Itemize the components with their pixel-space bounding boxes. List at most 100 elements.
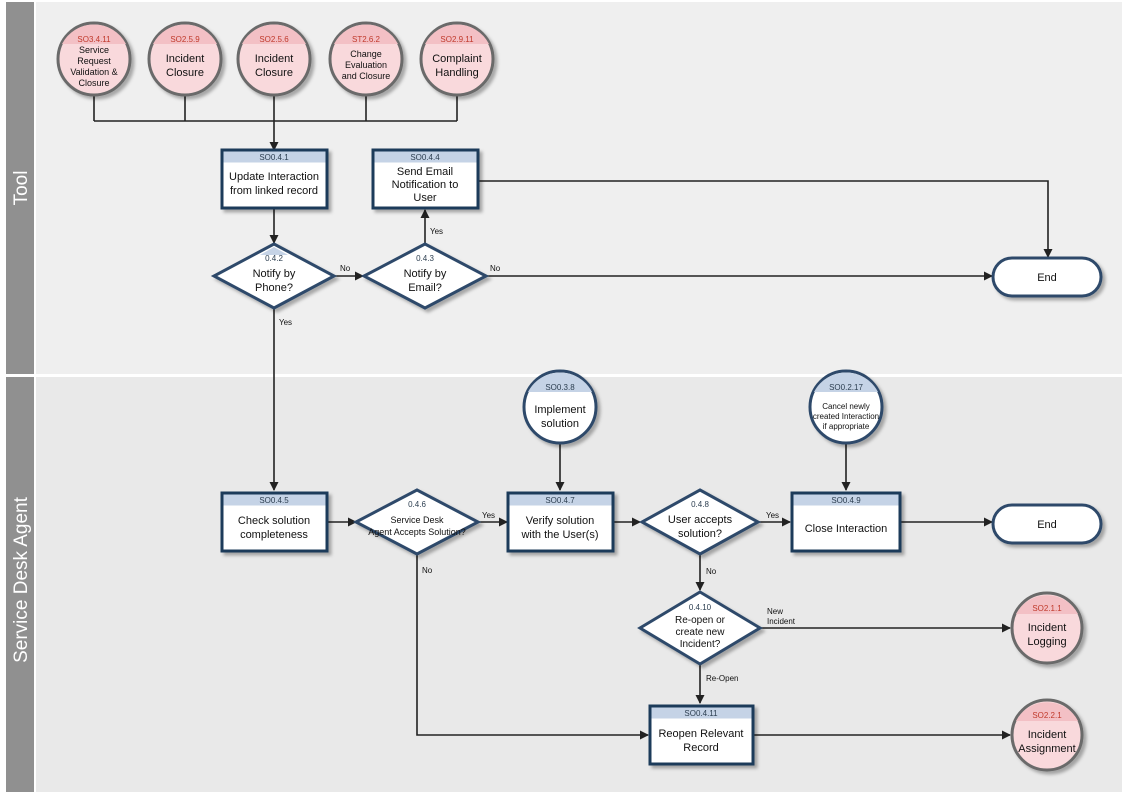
ref-label: Incident — [166, 53, 205, 65]
ref-label: Evaluation — [345, 60, 387, 70]
decision-0410[interactable]: 0.4.10 Re-open or create new Incident? — [637, 590, 763, 666]
terminal-end-agent[interactable]: End — [991, 503, 1103, 545]
ref-label: Request — [77, 56, 111, 66]
edge-label-reopen: Re-Open — [706, 674, 738, 683]
ref-label: Incident — [255, 53, 294, 65]
step-id: SO0.4.9 — [831, 496, 861, 505]
step-so044[interactable]: SO0.4.4 Send Email Notification to User — [371, 148, 480, 210]
terminal-label: End — [1037, 519, 1057, 531]
ref-circle-so211[interactable]: SO2.1.1 Incident Logging — [1010, 591, 1084, 665]
connectors — [93, 96, 1053, 740]
step-label: with the User(s) — [520, 529, 598, 541]
decision-042[interactable]: 0.4.2 Notify by Phone? — [210, 242, 338, 310]
step-label: User — [413, 192, 437, 204]
ref-label: Closure — [255, 67, 293, 79]
step-id: SO0.4.4 — [410, 153, 440, 162]
ref-label: Validation & — [70, 67, 117, 77]
step-label: Record — [683, 742, 718, 754]
ref-id: SO3.4.11 — [77, 35, 111, 44]
terminal-end-tool[interactable]: End — [991, 256, 1103, 298]
ref-label: Logging — [1027, 636, 1066, 648]
step-so041[interactable]: SO0.4.1 Update Interaction from linked r… — [220, 148, 329, 210]
lane-agent-title: Service Desk Agent — [11, 496, 32, 663]
step-label: from linked record — [230, 185, 318, 197]
lane-service-desk-agent: Service Desk Agent — [6, 377, 1122, 792]
ref-id: SO2.5.9 — [170, 35, 200, 44]
decision-label: Notify by — [253, 268, 296, 280]
decision-id: 0.4.3 — [416, 254, 434, 263]
subprocess-id: SO0.2.17 — [829, 383, 863, 392]
decision-048[interactable]: 0.4.8 User accepts solution? — [638, 488, 762, 556]
ref-circle-st262[interactable]: ST2.6.2 Change Evaluation and Closure — [328, 21, 404, 97]
subprocess-label: Cancel newly — [822, 402, 870, 411]
decision-id: 0.4.2 — [265, 254, 283, 263]
ref-label: Complaint — [432, 53, 482, 65]
connector — [416, 554, 649, 740]
decision-label: Incident? — [680, 639, 721, 650]
ref-label: Closure — [166, 67, 204, 79]
decision-046[interactable]: 0.4.6 Service Desk Agent Accepts Solutio… — [352, 488, 482, 556]
edge-label-no: No — [422, 566, 433, 575]
edge-label-no: No — [490, 264, 501, 273]
decision-label: User accepts — [668, 514, 733, 526]
decision-label: Agent Accepts Solution? — [368, 527, 466, 537]
step-label: Verify solution — [526, 515, 594, 527]
decision-043[interactable]: 0.4.3 Notify by Email? — [360, 242, 490, 310]
edge-label-yes: Yes — [482, 511, 495, 520]
edge-label-new-incident: Incident — [767, 617, 796, 626]
step-so0411[interactable]: SO0.4.11 Reopen Relevant Record — [648, 704, 755, 766]
ref-label: Incident — [1028, 729, 1067, 741]
subprocess-label: created Interaction — [813, 412, 879, 421]
decision-id: 0.4.8 — [691, 500, 709, 509]
subprocess-label: if appropriate — [823, 422, 870, 431]
decision-id: 0.4.6 — [408, 500, 426, 509]
subprocess-circle-so038[interactable]: SO0.3.8 Implement solution — [522, 369, 598, 445]
ref-circle-so3411[interactable]: SO3.4.11 Service Request Validation & Cl… — [56, 21, 132, 97]
decision-label: Phone? — [255, 282, 293, 294]
step-so049[interactable]: SO0.4.9 Close Interaction — [790, 491, 902, 553]
decision-label: Re-open or — [675, 615, 726, 626]
ref-id: SO2.2.1 — [1032, 711, 1062, 720]
step-label: Notification to — [392, 179, 459, 191]
step-label: Close Interaction — [805, 523, 888, 535]
step-so045[interactable]: SO0.4.5 Check solution completeness — [220, 491, 329, 553]
ref-id: SO2.9.11 — [440, 35, 474, 44]
edge-labels: No Yes Yes No Yes No Yes No New Incident… — [279, 227, 796, 683]
lane-tool-title: Tool — [11, 171, 32, 206]
ref-circle-so259[interactable]: SO2.5.9 Incident Closure — [147, 21, 223, 97]
connector — [479, 180, 1053, 258]
ref-label: and Closure — [342, 71, 391, 81]
step-label: Update Interaction — [229, 171, 319, 183]
decision-label: Service Desk — [390, 515, 444, 525]
ref-label: Closure — [78, 78, 109, 88]
terminal-label: End — [1037, 272, 1057, 284]
edge-label-no: No — [340, 264, 351, 273]
subprocess-circle-so0217[interactable]: SO0.2.17 Cancel newly created Interactio… — [808, 369, 884, 445]
ref-id: SO2.5.6 — [259, 35, 289, 44]
edge-label-no: No — [706, 567, 717, 576]
decision-label: Email? — [408, 282, 442, 294]
step-id: SO0.4.5 — [259, 496, 289, 505]
decision-label: Notify by — [404, 268, 447, 280]
subprocess-id: SO0.3.8 — [545, 383, 575, 392]
ref-label: Change — [350, 49, 382, 59]
subprocess-label: Implement — [534, 404, 585, 416]
step-label: Reopen Relevant — [658, 728, 743, 740]
ref-label: Handling — [435, 67, 478, 79]
step-label: Send Email — [397, 166, 453, 178]
ref-circle-so256[interactable]: SO2.5.6 Incident Closure — [236, 21, 312, 97]
subprocess-label: solution — [541, 418, 579, 430]
step-id: SO0.4.7 — [545, 496, 575, 505]
ref-circle-so221[interactable]: SO2.2.1 Incident Assignment — [1010, 698, 1084, 772]
edge-label-yes: Yes — [766, 511, 779, 520]
ref-label: Incident — [1028, 622, 1067, 634]
edge-label-yes: Yes — [430, 227, 443, 236]
ref-id: SO2.1.1 — [1032, 604, 1062, 613]
step-so047[interactable]: SO0.4.7 Verify solution with the User(s) — [506, 491, 615, 553]
decision-label: solution? — [678, 528, 722, 540]
step-label: completeness — [240, 529, 308, 541]
decision-id: 0.4.10 — [689, 603, 712, 612]
ref-circle-so2911[interactable]: SO2.9.11 Complaint Handling — [419, 21, 495, 97]
step-label: Check solution — [238, 515, 310, 527]
